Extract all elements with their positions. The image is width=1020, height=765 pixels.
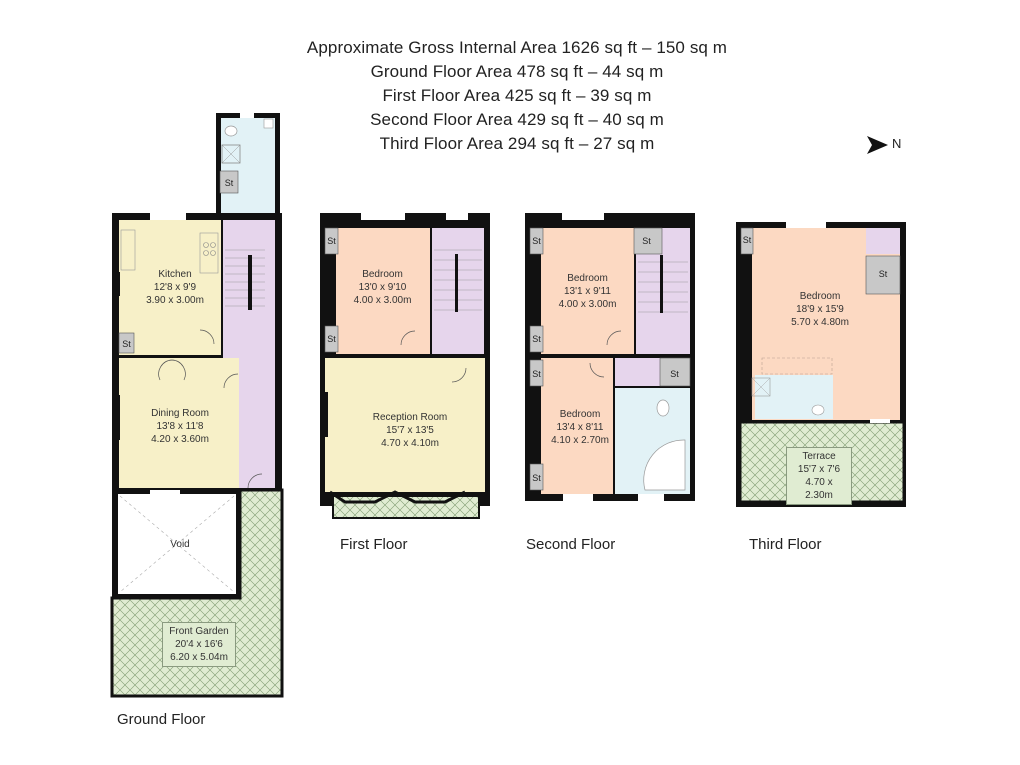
room-dimensions-metric: 3.90 x 3.00m bbox=[146, 295, 204, 306]
third-floor-plan bbox=[736, 222, 906, 507]
room-dimensions-metric: 4.20 x 3.60m bbox=[151, 434, 209, 445]
storage-label: St bbox=[122, 339, 131, 349]
room-dimensions-imperial: 13'4 x 8'11 bbox=[556, 422, 604, 433]
room-dimensions-imperial: 13'8 x 11'8 bbox=[156, 421, 204, 432]
floor-label-ground: Ground Floor bbox=[117, 711, 206, 728]
storage-label: St bbox=[532, 334, 541, 344]
storage-label: St bbox=[532, 369, 541, 379]
room-label-kitchen: Kitchen 12'8 x 9'9 3.90 x 3.00m bbox=[130, 268, 220, 307]
storage-label: St bbox=[224, 178, 234, 188]
storage-label: St bbox=[532, 473, 541, 483]
room-dimensions-metric: 4.00 x 3.00m bbox=[353, 295, 412, 306]
room-label-terrace: Terrace 15'7 x 7'6 4.70 x 2.30m bbox=[786, 447, 852, 505]
area-summary: Approximate Gross Internal Area 1626 sq … bbox=[0, 36, 1020, 156]
room-name: Bedroom bbox=[362, 269, 403, 280]
room-dimensions-metric: 4.00 x 3.00m bbox=[558, 299, 617, 310]
floor-label-third: Third Floor bbox=[749, 536, 822, 553]
storage-label: St bbox=[642, 236, 651, 246]
storage-label: St bbox=[327, 236, 336, 246]
room-label-second-bedroom-2: Bedroom 13'4 x 8'11 4.10 x 2.70m bbox=[535, 408, 625, 447]
third-floor-area-line: Third Floor Area 294 sq ft – 27 sq m bbox=[379, 134, 655, 153]
room-label-dining-room: Dining Room 13'8 x 11'8 4.20 x 3.60m bbox=[130, 407, 230, 446]
floor-label-second: Second Floor bbox=[526, 536, 616, 553]
room-name: Terrace bbox=[802, 451, 836, 462]
room-name: Dining Room bbox=[151, 408, 209, 419]
compass-label: N bbox=[892, 136, 902, 151]
storage-label: St bbox=[670, 369, 679, 379]
room-dimensions-metric: 4.70 x 2.30m bbox=[805, 477, 833, 501]
room-dimensions-imperial: 13'1 x 9'11 bbox=[563, 286, 611, 297]
room-name: Bedroom bbox=[567, 273, 608, 284]
room-name: Front Garden bbox=[169, 626, 229, 637]
room-dimensions-metric: 4.70 x 4.10m bbox=[381, 438, 439, 449]
gross-area-line: Approximate Gross Internal Area 1626 sq … bbox=[306, 38, 728, 57]
ground-floor-area-line: Ground Floor Area 478 sq ft – 44 sq m bbox=[370, 62, 664, 81]
storage-label: St bbox=[742, 235, 752, 245]
storage-label: St bbox=[878, 269, 888, 279]
first-floor-area-line: First Floor Area 425 sq ft – 39 sq m bbox=[382, 86, 652, 105]
second-floor-plan bbox=[525, 213, 695, 501]
room-name: Kitchen bbox=[158, 269, 192, 280]
floor-label-first: First Floor bbox=[340, 536, 408, 553]
room-dimensions-metric: 6.20 x 5.04m bbox=[170, 652, 228, 663]
storage-label: St bbox=[327, 334, 336, 344]
room-name: Reception Room bbox=[372, 412, 448, 423]
room-dimensions-imperial: 18'9 x 15'9 bbox=[796, 304, 844, 315]
room-dimensions-imperial: 20'4 x 16'6 bbox=[175, 639, 223, 650]
room-label-third-bedroom: Bedroom 18'9 x 15'9 5.70 x 4.80m bbox=[775, 290, 865, 329]
ground-floor-plan bbox=[110, 113, 284, 698]
room-dimensions-imperial: 15'7 x 13'5 bbox=[386, 425, 434, 436]
room-label-front-garden: Front Garden 20'4 x 16'6 6.20 x 5.04m bbox=[162, 622, 236, 667]
room-dimensions-metric: 4.10 x 2.70m bbox=[551, 435, 609, 446]
room-label-reception-room: Reception Room 15'7 x 13'5 4.70 x 4.10m bbox=[350, 411, 470, 450]
room-dimensions-imperial: 15'7 x 7'6 bbox=[797, 464, 841, 475]
storage-label: St bbox=[532, 236, 541, 246]
room-label-first-bedroom: Bedroom 13'0 x 9'10 4.00 x 3.00m bbox=[335, 268, 430, 307]
room-name: Void bbox=[170, 539, 190, 550]
room-label-void: Void bbox=[150, 538, 210, 551]
second-floor-area-line: Second Floor Area 429 sq ft – 40 sq m bbox=[370, 110, 664, 129]
first-floor-plan bbox=[320, 213, 490, 519]
room-dimensions-imperial: 12'8 x 9'9 bbox=[153, 282, 197, 293]
compass: N bbox=[866, 134, 906, 156]
room-dimensions-metric: 5.70 x 4.80m bbox=[791, 317, 849, 328]
room-label-second-bedroom-1: Bedroom 13'1 x 9'11 4.00 x 3.00m bbox=[540, 272, 635, 311]
north-arrow-icon bbox=[867, 136, 888, 154]
room-name: Bedroom bbox=[799, 291, 841, 302]
room-name: Bedroom bbox=[559, 409, 601, 420]
room-dimensions-imperial: 13'0 x 9'10 bbox=[358, 282, 407, 293]
